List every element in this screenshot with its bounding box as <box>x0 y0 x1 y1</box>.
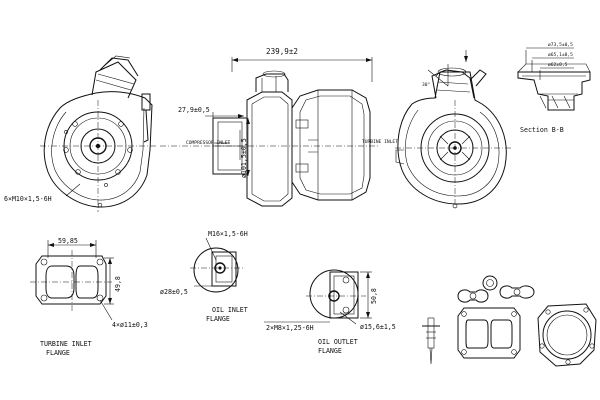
flange-height-dim: 49,8 <box>114 276 122 292</box>
overall-length-dim: 239,9±2 <box>266 47 298 56</box>
turbine-flange-title-2: FLANGE <box>46 349 70 357</box>
oil-outlet-thread: 2×M8×1,25-6H <box>266 324 314 332</box>
oil-outlet-diameter: ø15,6±1,5 <box>360 323 396 331</box>
flange-width-dim: 59,85 <box>58 237 78 245</box>
turbine-flange-title-1: TURBINE INLET <box>40 340 92 348</box>
oil-inlet-thread: M16×1,5-6H <box>208 230 248 238</box>
rear-view: 30° <box>395 50 512 210</box>
side-note-right: TURBINE INLET <box>362 139 398 145</box>
oil-outlet-title-2: FLANGE <box>318 347 342 355</box>
oil-inlet-diameter: ø28±0,5 <box>160 288 188 296</box>
front-view: 6×M10×1,5-6H <box>4 55 158 212</box>
section-label: Section B-B <box>520 126 564 134</box>
oil-outlet-height: 50,8 <box>370 288 378 304</box>
side-view: 239,9±2 27,9±0,5 ø101,5±0,5 COMPRE <box>160 47 398 207</box>
diameter-dim: ø101,5±0,5 <box>240 138 248 178</box>
oil-outlet-title-1: OIL OUTLET <box>318 338 358 346</box>
side-note-left: COMPRESSOR INLET <box>186 140 230 146</box>
turbine-inlet-flange: 59,85 49,8 4×ø11±0,3 TURBINE INLET FLANG… <box>30 237 148 357</box>
front-thread-label: 6×M10×1,5-6H <box>4 195 52 203</box>
section-dim-2: ø65,1±0,5 <box>548 52 573 58</box>
oil-inlet-title-2: FLANGE <box>206 315 230 323</box>
rear-angle-label: 30° <box>422 82 431 88</box>
flange-holes-label: 4×ø11±0,3 <box>112 321 148 329</box>
offset-dim: 27,9±0,5 <box>178 106 210 114</box>
section-dim-3: ø62±0,5 <box>548 62 568 68</box>
section-view: ø73,5±0,5 ø65,1±0,5 ø62±0,5 Section B-B <box>517 42 591 134</box>
oil-outlet-flange: 50,8 ø15,6±1,5 2×M8×1,25-6H OIL OUTLET F… <box>264 269 396 355</box>
gasket-set <box>422 275 597 367</box>
oil-inlet-flange: M16×1,5-6H ø28±0,5 OIL INLET FLANGE <box>160 230 248 323</box>
section-dim-1: ø73,5±0,5 <box>548 42 573 48</box>
oil-inlet-title-1: OIL INLET <box>212 306 248 314</box>
